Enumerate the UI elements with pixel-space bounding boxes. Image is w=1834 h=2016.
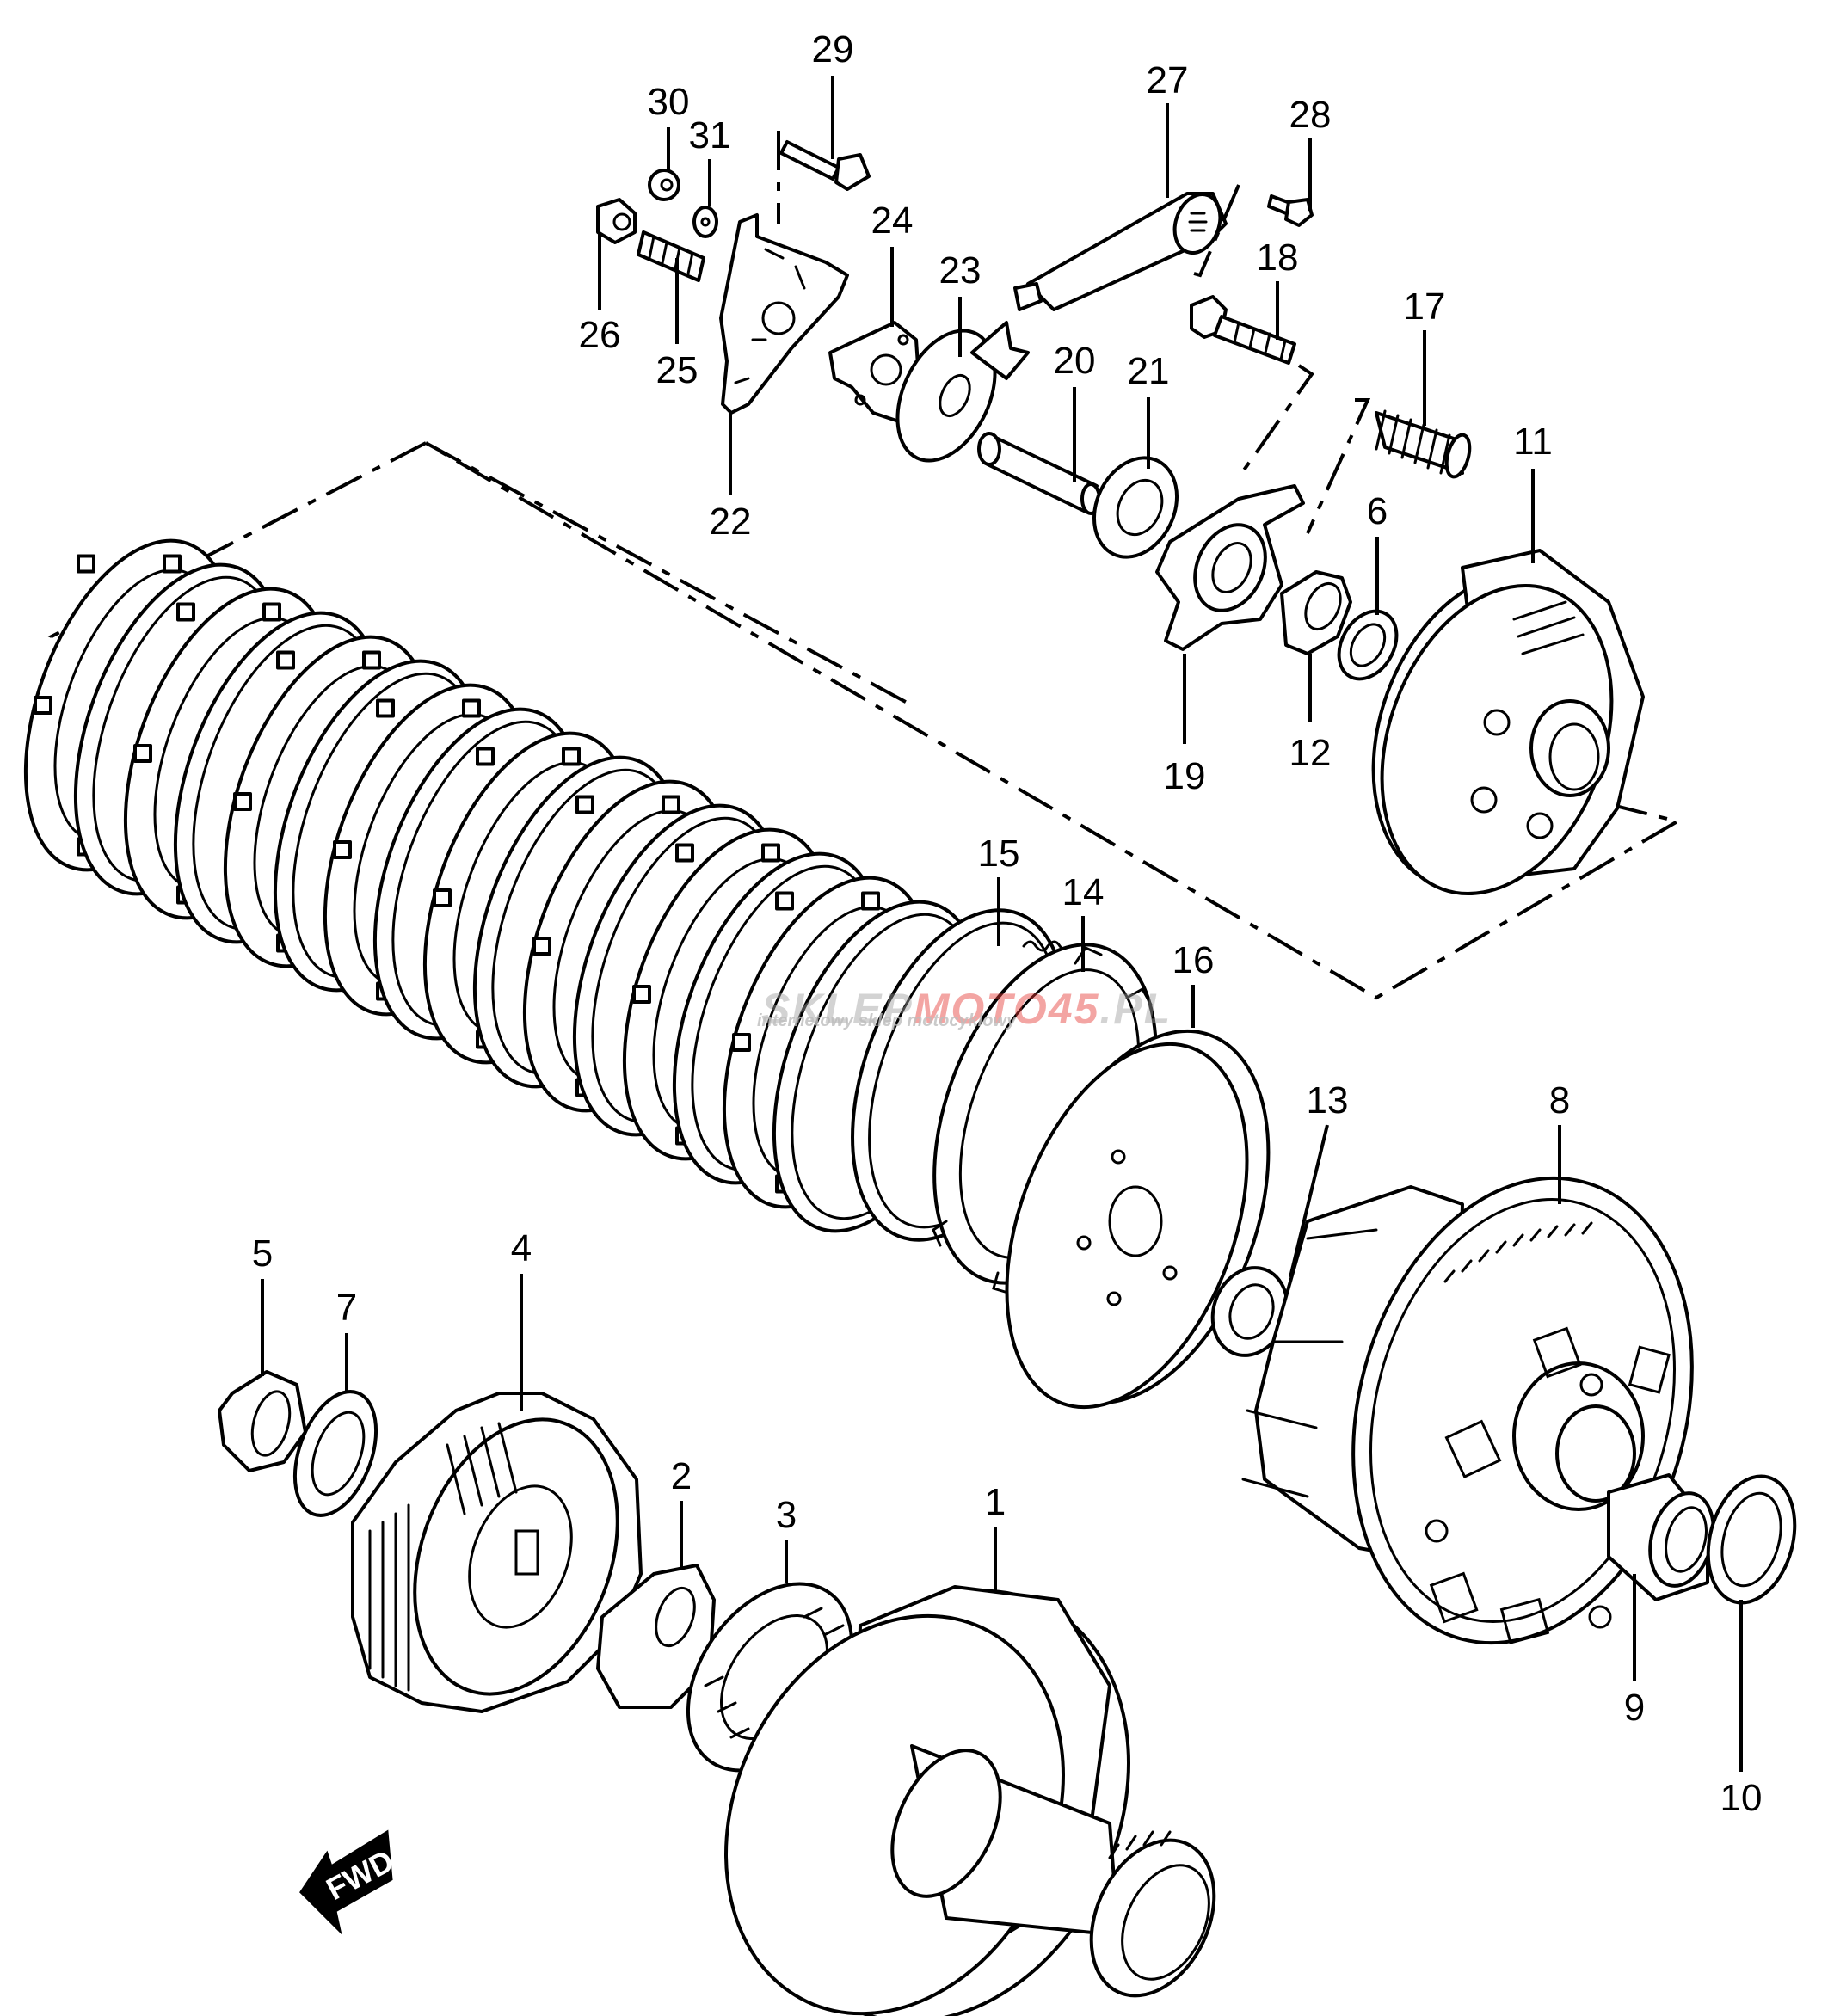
part-31-washer[interactable]: [692, 206, 718, 238]
plate-tab: [462, 698, 481, 718]
callout-12: 12: [1289, 732, 1332, 774]
part-21-bearing[interactable]: [1079, 445, 1192, 571]
callout-28: 28: [1289, 94, 1332, 136]
part-5-nut[interactable]: [218, 1370, 307, 1472]
part-8-clutch-housing[interactable]: [1241, 1140, 1742, 1681]
callout-30: 30: [648, 81, 690, 123]
plate-tab: [575, 795, 594, 814]
part-26-nut[interactable]: [596, 198, 637, 244]
plate-tab: [476, 747, 495, 766]
callout-1: 1: [985, 1481, 1006, 1523]
plate-tab: [333, 840, 352, 859]
callout-16: 16: [1172, 939, 1215, 981]
callout-31: 31: [689, 114, 731, 157]
callout-10: 10: [1720, 1777, 1763, 1819]
callout-9: 9: [1624, 1687, 1645, 1729]
part-27-release-lever[interactable]: [1013, 188, 1228, 311]
arrow-down-left-icon: [299, 1829, 393, 1935]
watermark-brand-gray: SKLEP: [761, 985, 914, 1033]
plate-tab: [775, 891, 794, 911]
callout-23: 23: [939, 249, 982, 292]
plate-tab: [362, 650, 381, 670]
plate-tab: [176, 602, 195, 622]
watermark-brand-suffix: .PL: [1099, 985, 1172, 1033]
callout-20: 20: [1054, 340, 1096, 382]
plate-tab: [861, 891, 880, 911]
callout-5: 5: [252, 1232, 273, 1275]
part-2-spacer[interactable]: [596, 1564, 716, 1709]
plate-tab: [433, 888, 452, 907]
plate-tab: [662, 795, 680, 814]
part-4-centrifugal-clutch[interactable]: [351, 1391, 654, 1722]
callout-21: 21: [1128, 350, 1170, 392]
plate-tab: [163, 554, 182, 574]
callout-25: 25: [656, 349, 699, 391]
callout-11: 11: [1513, 421, 1553, 463]
plate-tab: [632, 985, 651, 1004]
part-1-primary-driven-gear[interactable]: [663, 1531, 1238, 2016]
clutch-plate-stack: [23, 538, 983, 1233]
callout-17: 17: [1404, 286, 1446, 328]
plate-tab: [133, 744, 152, 763]
part-29-bolt[interactable]: [777, 131, 871, 224]
plate-tab: [262, 602, 281, 622]
callout-7: 7: [336, 1287, 357, 1329]
watermark-brand-red: MOTO45: [914, 985, 1100, 1033]
callout-29: 29: [812, 28, 854, 71]
part-11-sleeve-hub[interactable]: [1332, 539, 1653, 926]
plate-tab: [233, 792, 252, 811]
plate-tab: [77, 554, 95, 574]
part-9-spacer[interactable]: [1607, 1473, 1723, 1601]
part-30-nut[interactable]: [648, 169, 680, 201]
part-23-release-cam[interactable]: [878, 315, 1030, 476]
plate-tab: [276, 650, 295, 670]
watermark: SKLEPMOTO45.PL internetowy sklep motocyk…: [757, 985, 1172, 1033]
callout-8: 8: [1549, 1079, 1570, 1122]
part-7-washer[interactable]: [280, 1380, 391, 1527]
callout-14: 14: [1062, 871, 1105, 913]
part-28-bolt[interactable]: [1193, 184, 1314, 278]
part-25-stud[interactable]: [637, 230, 705, 282]
part-13-washer[interactable]: [1201, 1257, 1300, 1366]
callout-15: 15: [978, 833, 1020, 875]
plate-tab: [675, 843, 694, 863]
part-22-bracket[interactable]: [719, 213, 849, 415]
plate-tab: [532, 937, 551, 956]
plate-tab: [34, 696, 52, 715]
callout-13: 13: [1307, 1079, 1349, 1122]
fwd-direction-marker: FWD: [299, 1829, 399, 1935]
part-20-release-pin[interactable]: [977, 432, 1101, 515]
plate-tab: [761, 843, 780, 863]
callout-3: 3: [776, 1494, 797, 1536]
plate-tab: [376, 698, 395, 718]
callout-19: 19: [1164, 755, 1206, 797]
part-16-pressure-plate[interactable]: [961, 997, 1315, 1440]
part-10-thrust-washer[interactable]: [1695, 1466, 1808, 1613]
callout-27: 27: [1147, 59, 1189, 101]
callout-6: 6: [1367, 490, 1388, 532]
callout-18: 18: [1257, 237, 1299, 279]
watermark-tagline: internetowy sklep motocyklowy: [757, 1011, 1017, 1030]
part-18-bolt[interactable]: [1190, 295, 1314, 479]
part-6-washer[interactable]: [1327, 601, 1408, 690]
callout-2: 2: [671, 1455, 692, 1497]
leader-lines: [261, 76, 1743, 1772]
svg-text:SKLEPMOTO45.PL: SKLEPMOTO45.PL: [761, 985, 1172, 1033]
callout-24: 24: [871, 200, 914, 242]
callout-22: 22: [710, 501, 752, 543]
part-17-spring[interactable]: [1306, 398, 1474, 534]
callout-labels: 29 30 31 27 28 24 23 18 17 26 25 20 21 1…: [252, 28, 1763, 1819]
plate-tab: [562, 747, 581, 766]
part-12-nut[interactable]: [1280, 570, 1352, 655]
plate-tab: [732, 1033, 751, 1052]
callout-4: 4: [511, 1227, 532, 1269]
part-19-release-plate[interactable]: [1155, 484, 1305, 651]
callout-26: 26: [579, 314, 621, 356]
